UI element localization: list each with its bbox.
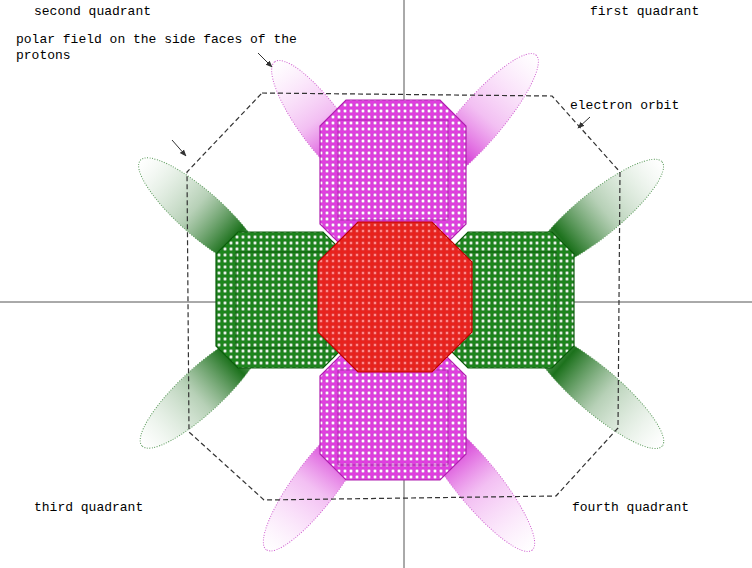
central-proton: [318, 222, 472, 372]
proton-face: [236, 252, 326, 348]
callout-label: polar field on the side faces of the pro…: [16, 32, 306, 64]
polar-fields: [126, 41, 677, 564]
quadrant-label: fourth quadrant: [572, 500, 689, 516]
quadrant-label: first quadrant: [590, 4, 699, 20]
leader-line: [578, 117, 590, 128]
quadrant-label: third quadrant: [34, 500, 143, 516]
leader-line: [258, 53, 272, 67]
proton-face: [338, 120, 448, 220]
proton-face: [338, 370, 448, 465]
leader-line: [172, 140, 186, 156]
proton-face: [466, 252, 556, 348]
quadrant-label: second quadrant: [34, 4, 151, 20]
electron-orbit: [187, 93, 620, 500]
callout-label: electron orbit: [570, 98, 679, 114]
